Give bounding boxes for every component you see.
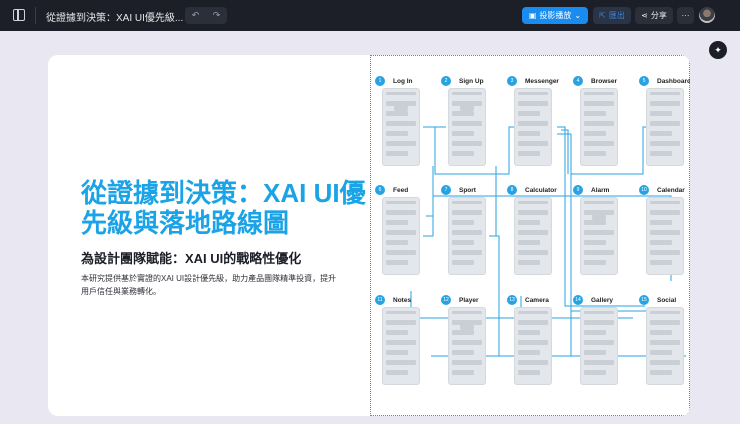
export-label: 匯出: [608, 11, 625, 20]
slide-title: 從證據到決策：XAI UI優先級與落地路線圖: [81, 178, 366, 238]
wireframe-number-badge: 13: [507, 295, 517, 305]
undo-redo-group: ↶ ↷: [185, 7, 227, 24]
wireframe-screen-camera: [514, 307, 552, 385]
wireframe-label: Log In: [393, 78, 413, 85]
wireframe-label: Browser: [591, 78, 618, 85]
wireframe-number-badge: 11: [375, 295, 385, 305]
wireframe-label: Dashboard: [657, 78, 690, 85]
wireframe-screen-gallery: [580, 307, 618, 385]
wireframe-label: Notes: [393, 297, 412, 304]
ai-chat-icon[interactable]: ✦: [709, 41, 727, 59]
undo-icon[interactable]: ↶: [191, 10, 200, 20]
export-icon: ⇱: [599, 11, 606, 20]
wireframe-number-badge: 3: [507, 76, 517, 86]
wireframe-screen-calculator: [514, 197, 552, 275]
wireframe-flow-image[interactable]: 1 Log In 2 Sign Up 3 Messenger 4 Browser 5 Dashbo…: [370, 55, 690, 416]
wireframe-screen-social: [646, 307, 684, 385]
share-button[interactable]: ⋖ 分享: [635, 7, 673, 24]
wireframe-screen-messenger: [514, 88, 552, 166]
wireframe-number-badge: 7: [441, 185, 451, 195]
slide-description: 本研究提供基於實證的XAI UI設計優先級，助力產品團隊精準投資，提升用戶信任與…: [81, 274, 337, 296]
redo-icon[interactable]: ↷: [212, 10, 221, 20]
wireframe-label: Social: [657, 297, 677, 304]
avatar[interactable]: [699, 7, 715, 23]
wireframe-screen-feed: [382, 197, 420, 275]
divider: [35, 7, 36, 24]
wireframe-screen-sport: [448, 197, 486, 275]
wireframe-label: Calendar: [657, 187, 685, 194]
wireframe-label: Player: [459, 297, 479, 304]
wireframe-screen-log-in: [382, 88, 420, 166]
wireframe-label: Alarm: [591, 187, 610, 194]
play-label: 投影播放: [539, 11, 572, 20]
wireframe-number-badge: 2: [441, 76, 451, 86]
wireframe-number-badge: 1: [375, 76, 385, 86]
wireframe-number-badge: 15: [639, 295, 649, 305]
chevron-down-icon[interactable]: ⌄: [574, 11, 582, 20]
wireframe-screen-sign-up: [448, 88, 486, 166]
export-button[interactable]: ⇱ 匯出: [593, 7, 631, 24]
wireframe-label: Feed: [393, 187, 409, 194]
wireframe-label: Sign Up: [459, 78, 484, 85]
wireframe-screen-dashboard: [646, 88, 684, 166]
wireframe-screen-calendar: [646, 197, 684, 275]
wireframe-label: Messenger: [525, 78, 559, 85]
wireframe-label: Sport: [459, 187, 476, 194]
wireframe-number-badge: 4: [573, 76, 583, 86]
wireframe-number-badge: 5: [639, 76, 649, 86]
top-bar: 從證據到決策：XAI UI優先級... ↶ ↷ ▣ 投影播放 ⌄ ⇱ 匯出 ⋖ …: [0, 0, 740, 31]
wireframe-screen-alarm: [580, 197, 618, 275]
share-icon: ⋖: [641, 11, 648, 20]
sidebar-toggle-icon[interactable]: [13, 9, 25, 21]
wireframe-number-badge: 9: [573, 185, 583, 195]
wireframe-screen-player: [448, 307, 486, 385]
wireframe-label: Camera: [525, 297, 549, 304]
wireframe-number-badge: 14: [573, 295, 583, 305]
wireframe-number-badge: 6: [375, 185, 385, 195]
wireframe-label: Gallery: [591, 297, 614, 304]
share-label: 分享: [650, 11, 667, 20]
wireframe-number-badge: 12: [441, 295, 451, 305]
play-button[interactable]: ▣ 投影播放 ⌄: [522, 7, 588, 24]
wireframe-screen-browser: [580, 88, 618, 166]
wireframe-number-badge: 8: [507, 185, 517, 195]
slide-subtitle: 為設計團隊賦能：XAI UI的戰略性優化: [81, 251, 302, 266]
wireframe-screen-notes: [382, 307, 420, 385]
wireframe-number-badge: 10: [639, 185, 649, 195]
document-title[interactable]: 從證據到決策：XAI UI優先級...: [46, 13, 184, 24]
more-button[interactable]: ···: [677, 7, 694, 24]
play-icon: ▣: [528, 11, 537, 20]
slide: 從證據到決策：XAI UI優先級與落地路線圖 為設計團隊賦能：XAI UI的戰略…: [48, 55, 690, 416]
wireframe-label: Calculator: [525, 187, 557, 194]
